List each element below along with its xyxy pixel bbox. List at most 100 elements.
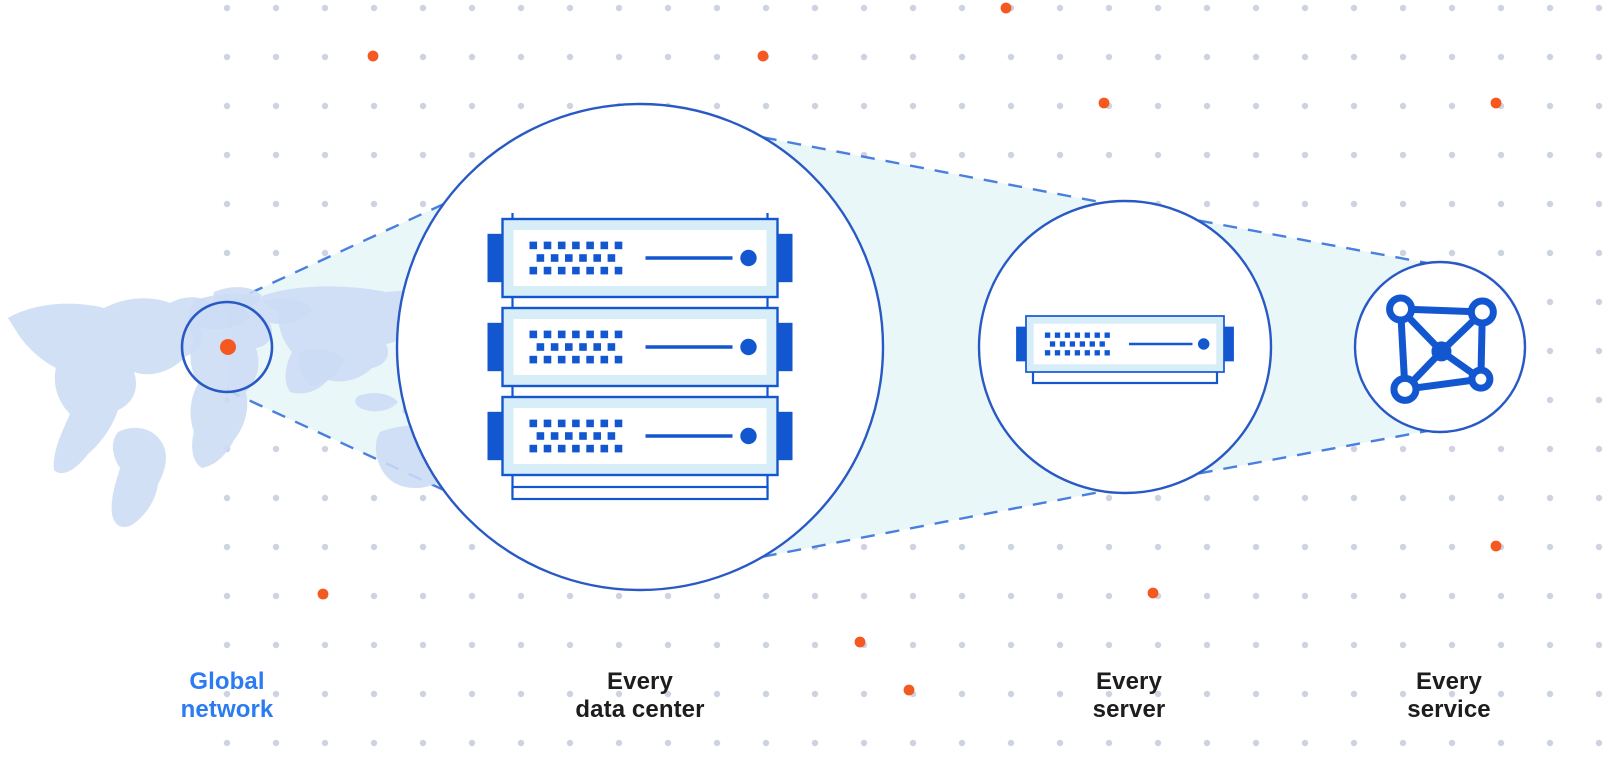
grid-dot <box>1056 102 1064 110</box>
grid-dot <box>1105 739 1113 747</box>
grid-dot <box>762 739 770 747</box>
grid-dot <box>1203 739 1211 747</box>
server-led <box>529 419 538 428</box>
accent-dot <box>1000 2 1012 14</box>
grid-dot <box>1301 53 1309 61</box>
server-led <box>550 343 559 351</box>
server-status-dot <box>1197 338 1210 350</box>
grid-dot <box>370 494 378 502</box>
grid-dot <box>1252 53 1260 61</box>
server-unit <box>487 217 793 299</box>
grid-dot <box>811 53 819 61</box>
grid-dot <box>272 543 280 551</box>
grid-dot <box>223 151 231 159</box>
server-led <box>1044 332 1051 338</box>
grid-dot <box>1546 151 1554 159</box>
server-led <box>1084 350 1090 356</box>
grid-dot <box>272 53 280 61</box>
grid-dot <box>958 543 966 551</box>
grid-dot <box>1399 200 1407 208</box>
grid-dot <box>1252 102 1260 110</box>
grid-dot <box>1546 102 1554 110</box>
grid-dot <box>1350 739 1358 747</box>
server-led <box>543 330 552 339</box>
grid-dot <box>419 4 427 12</box>
grid-dot <box>1399 739 1407 747</box>
mesh-node <box>1386 294 1416 324</box>
server-led <box>550 254 559 262</box>
grid-dot <box>468 151 476 159</box>
grid-dot <box>1448 102 1456 110</box>
server-led <box>572 330 580 339</box>
grid-dot <box>370 641 378 649</box>
grid-dot <box>1301 102 1309 110</box>
grid-dot <box>615 739 623 747</box>
grid-dot <box>321 151 329 159</box>
grid-dot <box>566 592 574 600</box>
server-led <box>1074 332 1081 338</box>
server-led <box>586 266 594 275</box>
grid-dot <box>1497 445 1505 453</box>
grid-dot <box>664 641 672 649</box>
grid-dot <box>1056 690 1064 698</box>
grid-dot <box>1546 200 1554 208</box>
server-led <box>614 266 623 275</box>
grid-dot <box>762 592 770 600</box>
map-landmass <box>355 393 398 412</box>
grid-dot <box>664 690 672 698</box>
server-led <box>529 330 538 339</box>
server-led <box>1059 341 1066 347</box>
server-led <box>529 444 538 453</box>
grid-dot <box>1007 690 1015 698</box>
grid-dot <box>1350 592 1358 600</box>
grid-dot <box>1448 543 1456 551</box>
grid-dot <box>1448 4 1456 12</box>
grid-dot <box>762 4 770 12</box>
server-led <box>1084 332 1090 338</box>
grid-dot <box>1252 592 1260 600</box>
grid-dot <box>615 4 623 12</box>
grid-dot <box>1546 543 1554 551</box>
server-led <box>614 444 623 453</box>
grid-dot <box>664 53 672 61</box>
grid-dot <box>321 690 329 698</box>
grid-dot <box>1546 298 1554 306</box>
grid-dot <box>1399 151 1407 159</box>
grid-dot <box>1497 641 1505 649</box>
grid-dot <box>1203 494 1211 502</box>
server-led <box>572 241 580 250</box>
server-led <box>1049 341 1056 347</box>
server-led <box>1054 350 1061 356</box>
grid-dot <box>615 641 623 649</box>
grid-dot <box>958 641 966 649</box>
server-unit <box>487 306 793 388</box>
grid-dot <box>860 543 868 551</box>
grid-dot <box>1350 102 1358 110</box>
grid-dot <box>566 4 574 12</box>
grid-dot <box>419 53 427 61</box>
grid-dot <box>1399 53 1407 61</box>
grid-dot <box>1595 298 1603 306</box>
server-led <box>529 266 538 275</box>
grid-dot <box>321 543 329 551</box>
mesh-node <box>1431 341 1452 362</box>
server-led <box>543 266 552 275</box>
grid-dot <box>1399 445 1407 453</box>
server-led <box>565 343 573 351</box>
grid-dot <box>1399 4 1407 12</box>
grid-dot <box>468 543 476 551</box>
server-led <box>557 419 566 428</box>
grid-dot <box>909 102 917 110</box>
server-led <box>572 419 580 428</box>
grid-dot <box>272 592 280 600</box>
grid-dot <box>1448 690 1456 698</box>
grid-dot <box>419 200 427 208</box>
server-led <box>600 419 609 428</box>
grid-dot <box>1203 102 1211 110</box>
grid-dot <box>713 641 721 649</box>
grid-dot <box>1350 4 1358 12</box>
grid-dot <box>419 151 427 159</box>
grid-dot <box>1154 543 1162 551</box>
grid-dot <box>566 53 574 61</box>
grid-dot <box>1448 494 1456 502</box>
